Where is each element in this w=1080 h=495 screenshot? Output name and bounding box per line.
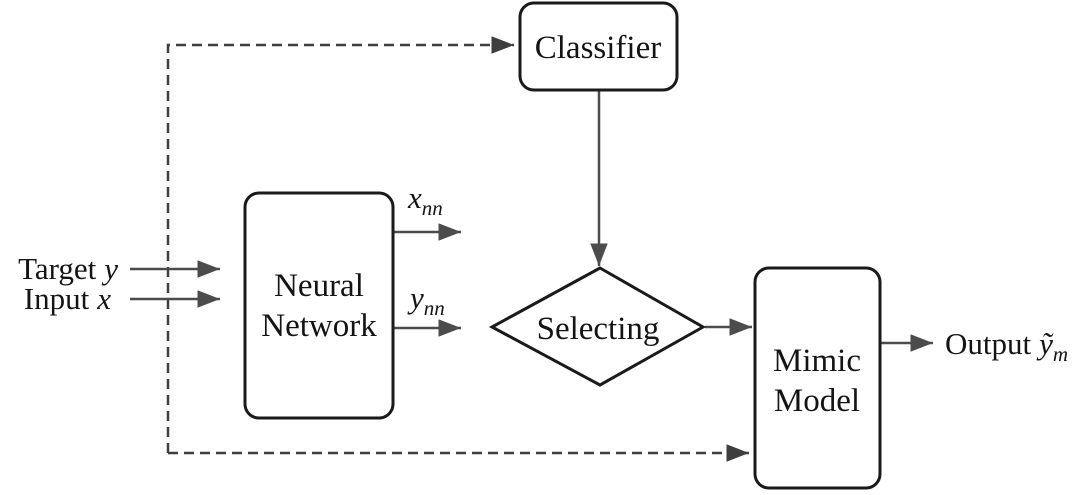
- mimic-model-label-2: Model: [774, 383, 860, 419]
- neural-network-label-line2: Network: [261, 308, 377, 344]
- classifier-box: [518, 1, 679, 92]
- selecting-label: Selecting: [537, 311, 660, 347]
- selecting-diamond: [488, 266, 707, 387]
- mimic-model-box: [753, 266, 882, 490]
- input-word: Input: [24, 281, 90, 316]
- mimic-model-label-line1: Mimic: [773, 343, 861, 379]
- target-word: Target: [18, 251, 97, 286]
- dashed-connector-to-classifier: [166, 36, 514, 453]
- output-variable: ỹ: [1036, 326, 1054, 361]
- ynn-base: y: [407, 280, 424, 315]
- neural-network-box: [243, 191, 395, 420]
- target-variable: y: [101, 251, 118, 286]
- neural-network-label-2: Network: [261, 308, 377, 344]
- neural-network-label: Neural: [274, 268, 364, 304]
- classifier-label: Classifier: [535, 30, 661, 66]
- mimic-model-label-line2: Model: [774, 383, 860, 419]
- input-variable: x: [96, 281, 111, 316]
- output-subscript: m: [1053, 342, 1068, 366]
- mimic-model-label: Mimic: [773, 343, 861, 379]
- xnn-base: x: [407, 180, 422, 215]
- xnn-label: xnn: [407, 180, 443, 220]
- output-word: Output: [945, 326, 1032, 361]
- neural-network-label-line1: Neural: [274, 268, 364, 304]
- ynn-label: ynn: [407, 280, 445, 320]
- ynn-subscript: nn: [424, 296, 445, 320]
- xnn-subscript: nn: [422, 196, 443, 220]
